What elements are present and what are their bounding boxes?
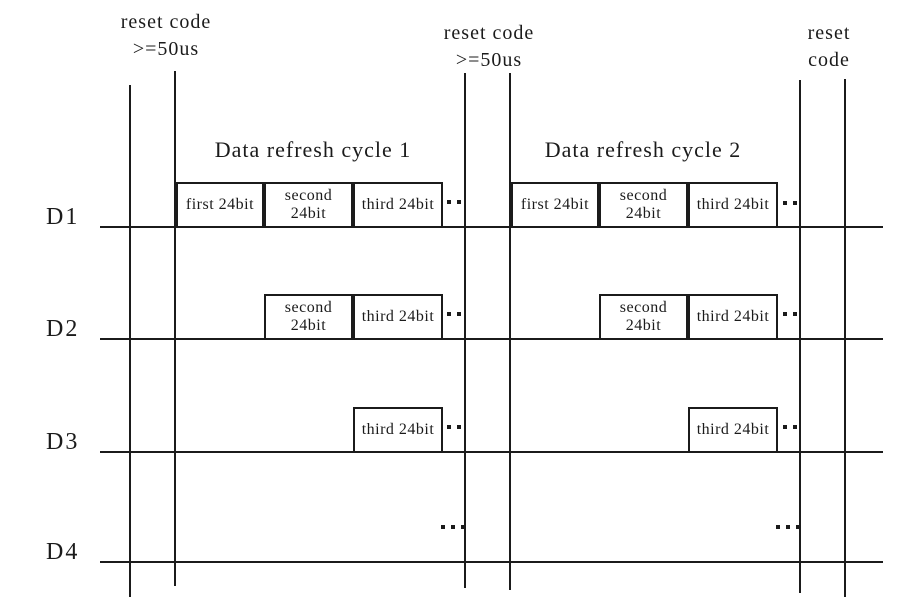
reset-code-label-2: reset code >=50us	[444, 20, 535, 74]
reset-1-line-a	[129, 85, 131, 597]
reset-code-label-1-line1: reset code	[120, 11, 212, 33]
box-label: first 24bit	[185, 196, 255, 213]
ellipsis-dots	[447, 200, 461, 204]
box-label: second	[284, 187, 333, 204]
box-label: third 24bit	[361, 421, 435, 438]
signal-baseline-d4	[100, 561, 883, 563]
reset-code-label-3-line2: code	[808, 49, 850, 71]
d1-cycle1-first-24bit-box: first 24bit	[176, 182, 264, 228]
box-label: third 24bit	[696, 308, 770, 325]
ellipsis-dots	[776, 525, 800, 529]
row-label-d2: D2	[46, 316, 80, 342]
box-label: third 24bit	[361, 196, 435, 213]
box-label: first 24bit	[520, 196, 590, 213]
d1-cycle2-second-24bit-box: second 24bit	[599, 182, 688, 228]
d2-cycle2-third-24bit-box: third 24bit	[688, 294, 778, 340]
ellipsis-dots	[441, 525, 465, 529]
ellipsis-dots	[447, 312, 461, 316]
reset-1-line-b	[174, 71, 176, 586]
cycle-1-header: Data refresh cycle 1	[214, 137, 412, 162]
reset-3-line-a	[799, 80, 801, 593]
d3-cycle2-third-24bit-box: third 24bit	[688, 407, 778, 453]
box-label: third 24bit	[696, 196, 770, 213]
box-label: 24bit	[290, 205, 327, 222]
box-label: 24bit	[290, 317, 327, 334]
box-label: 24bit	[625, 317, 662, 334]
signal-baseline-d2	[100, 338, 883, 340]
signal-baseline-d1	[100, 226, 883, 228]
d2-cycle2-second-24bit-box: second 24bit	[599, 294, 688, 340]
reset-code-label-2-line1: reset code	[443, 22, 535, 44]
d2-cycle1-second-24bit-box: second 24bit	[264, 294, 353, 340]
ellipsis-dots	[783, 312, 797, 316]
box-label: second	[619, 299, 668, 316]
reset-code-label-3: reset code	[808, 20, 851, 74]
box-label: 24bit	[625, 205, 662, 222]
reset-2-line-a	[464, 73, 466, 588]
d1-cycle2-third-24bit-box: third 24bit	[688, 182, 778, 228]
reset-code-label-1: reset code >=50us	[121, 9, 212, 63]
d1-cycle2-first-24bit-box: first 24bit	[511, 182, 599, 228]
box-label: third 24bit	[361, 308, 435, 325]
row-label-d4: D4	[46, 539, 80, 565]
d1-cycle1-second-24bit-box: second 24bit	[264, 182, 353, 228]
signal-baseline-d3	[100, 451, 883, 453]
cycle-2-header: Data refresh cycle 2	[544, 137, 742, 162]
ellipsis-dots	[783, 201, 797, 205]
reset-code-label-2-line2: >=50us	[455, 49, 523, 71]
ellipsis-dots	[447, 425, 461, 429]
reset-code-label-3-line1: reset	[807, 22, 851, 44]
reset-code-label-1-line2: >=50us	[132, 38, 200, 60]
box-label: third 24bit	[696, 421, 770, 438]
ellipsis-dots	[783, 425, 797, 429]
d3-cycle1-third-24bit-box: third 24bit	[353, 407, 443, 453]
row-label-d3: D3	[46, 429, 80, 455]
box-label: second	[619, 187, 668, 204]
reset-2-line-b	[509, 73, 511, 590]
d2-cycle1-third-24bit-box: third 24bit	[353, 294, 443, 340]
box-label: second	[284, 299, 333, 316]
d1-cycle1-third-24bit-box: third 24bit	[353, 182, 443, 228]
row-label-d1: D1	[46, 204, 80, 230]
